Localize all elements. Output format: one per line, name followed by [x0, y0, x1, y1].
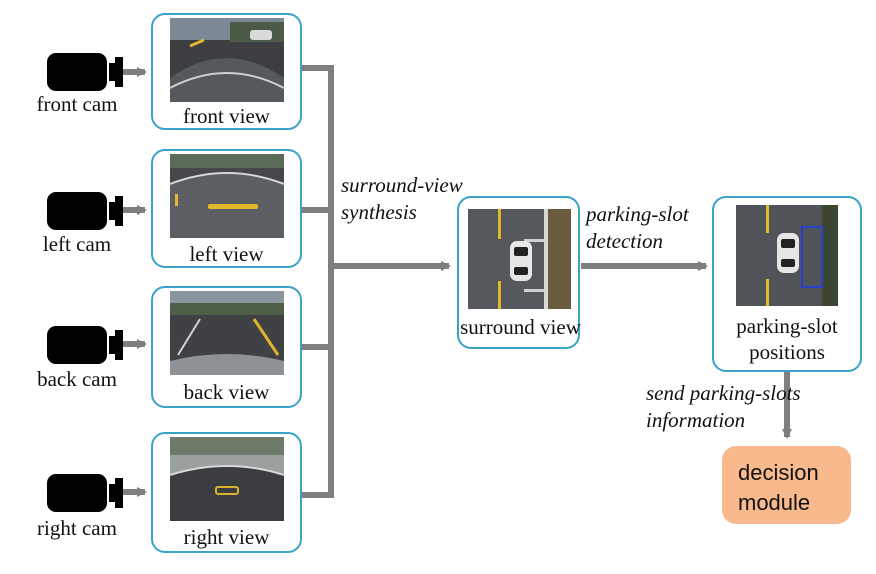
back-view-image	[170, 291, 284, 375]
view-label: right view	[183, 525, 270, 549]
decision-line1: decision	[738, 460, 819, 485]
surround-view-label: surround view	[460, 315, 581, 339]
camera-icon	[47, 326, 123, 364]
parking-slot-positions-box: parking-slot positions	[712, 196, 862, 372]
view-label: front view	[183, 104, 270, 128]
camera-label: back cam	[37, 367, 117, 391]
detection-step-label: parking-slot detection	[586, 201, 689, 255]
camera-label: right cam	[37, 516, 117, 540]
left-view-box: left view	[151, 149, 302, 268]
parking-slot-positions-image	[736, 205, 838, 306]
send-step-label: send parking-slots information	[646, 380, 801, 434]
send-line2: information	[646, 408, 746, 432]
camera-label: left cam	[42, 232, 112, 256]
parking-slot-positions-label: parking-slot positions	[714, 313, 860, 365]
front-view-box: front view	[151, 13, 302, 130]
back-view-box: back view	[151, 286, 302, 408]
camera-icon	[47, 192, 123, 230]
detection-line1: parking-slot	[586, 202, 689, 226]
detection-line2: detection	[586, 229, 663, 253]
front-view-image	[170, 18, 284, 102]
surround-view-box: surround view	[457, 196, 581, 349]
synthesis-step-label: surround-view synthesis	[341, 172, 463, 226]
surround-view-image	[468, 209, 571, 309]
right-view-box: right view	[151, 432, 302, 553]
camera-icon	[47, 474, 123, 512]
synthesis-line1: surround-view	[341, 173, 463, 197]
decision-module: decision module	[722, 446, 851, 524]
view-label: back view	[183, 380, 270, 404]
right-view-image	[170, 437, 284, 521]
send-line1: send parking-slots	[646, 381, 801, 405]
decision-line2: module	[738, 490, 811, 515]
synthesis-line2: synthesis	[341, 200, 417, 224]
positions-line2: positions	[749, 340, 825, 364]
camera-label: front cam	[36, 92, 118, 116]
left-view-image	[170, 154, 284, 238]
view-label: left view	[189, 242, 264, 266]
camera-icon	[47, 53, 123, 91]
positions-line1: parking-slot	[736, 314, 838, 338]
